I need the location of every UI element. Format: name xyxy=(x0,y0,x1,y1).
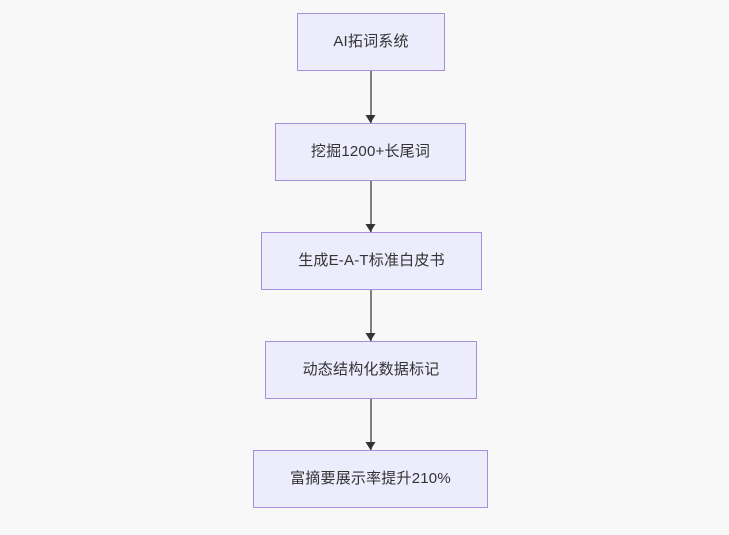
flowchart-node-mine-longtail-keywords[interactable]: 挖掘1200+长尾词 xyxy=(275,123,466,181)
connector-node-4-to-node-5 xyxy=(370,399,372,450)
flowchart-node-ai-keyword-system[interactable]: AI拓词系统 xyxy=(297,13,445,71)
node-label: 富摘要展示率提升210% xyxy=(290,470,451,487)
node-label: 挖掘1200+长尾词 xyxy=(310,143,431,160)
arrowhead-node-3-to-node-4 xyxy=(365,332,376,341)
connector-node-3-to-node-4 xyxy=(370,290,372,341)
arrowhead-node-1-to-node-2 xyxy=(365,114,376,123)
arrowhead-node-2-to-node-3 xyxy=(365,223,376,232)
node-label: AI拓词系统 xyxy=(333,33,409,50)
arrowhead-node-4-to-node-5 xyxy=(365,441,376,450)
flowchart-node-dynamic-structured-data-markup[interactable]: 动态结构化数据标记 xyxy=(265,341,477,399)
node-label: 生成E-A-T标准白皮书 xyxy=(298,252,445,269)
flowchart-node-rich-snippet-impression-lift[interactable]: 富摘要展示率提升210% xyxy=(253,450,488,508)
connector-node-2-to-node-3 xyxy=(370,181,372,232)
connector-node-1-to-node-2 xyxy=(370,71,372,123)
flowchart-node-generate-eat-whitepaper[interactable]: 生成E-A-T标准白皮书 xyxy=(261,232,482,290)
node-label: 动态结构化数据标记 xyxy=(302,361,440,378)
